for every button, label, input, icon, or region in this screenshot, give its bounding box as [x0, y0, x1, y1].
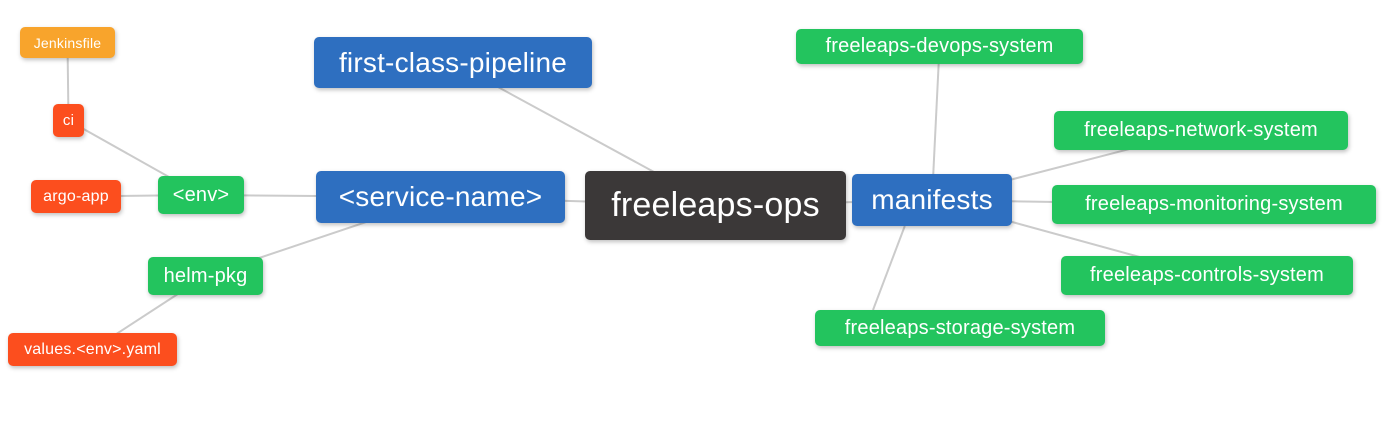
- node-service-name[interactable]: <service-name>: [316, 171, 565, 223]
- node-ci[interactable]: ci: [53, 104, 84, 137]
- node-freeleaps-ops-root[interactable]: freeleaps-ops: [585, 171, 846, 240]
- node-freeleaps-monitoring-system[interactable]: freeleaps-monitoring-system: [1052, 185, 1376, 224]
- node-freeleaps-storage-system[interactable]: freeleaps-storage-system: [815, 310, 1105, 346]
- node-freeleaps-network-system[interactable]: freeleaps-network-system: [1054, 111, 1348, 150]
- node-helm-pkg[interactable]: helm-pkg: [148, 257, 263, 295]
- node-env[interactable]: <env>: [158, 176, 244, 214]
- node-freeleaps-controls-system[interactable]: freeleaps-controls-system: [1061, 256, 1353, 295]
- node-first-class-pipeline[interactable]: first-class-pipeline: [314, 37, 592, 88]
- node-values-env-yaml[interactable]: values.<env>.yaml: [8, 333, 177, 366]
- node-jenkinsfile[interactable]: Jenkinsfile: [20, 27, 115, 58]
- node-argo-app[interactable]: argo-app: [31, 180, 121, 213]
- edge-line: [872, 225, 906, 311]
- node-manifests[interactable]: manifests: [852, 174, 1012, 226]
- node-freeleaps-devops-system[interactable]: freeleaps-devops-system: [796, 29, 1083, 64]
